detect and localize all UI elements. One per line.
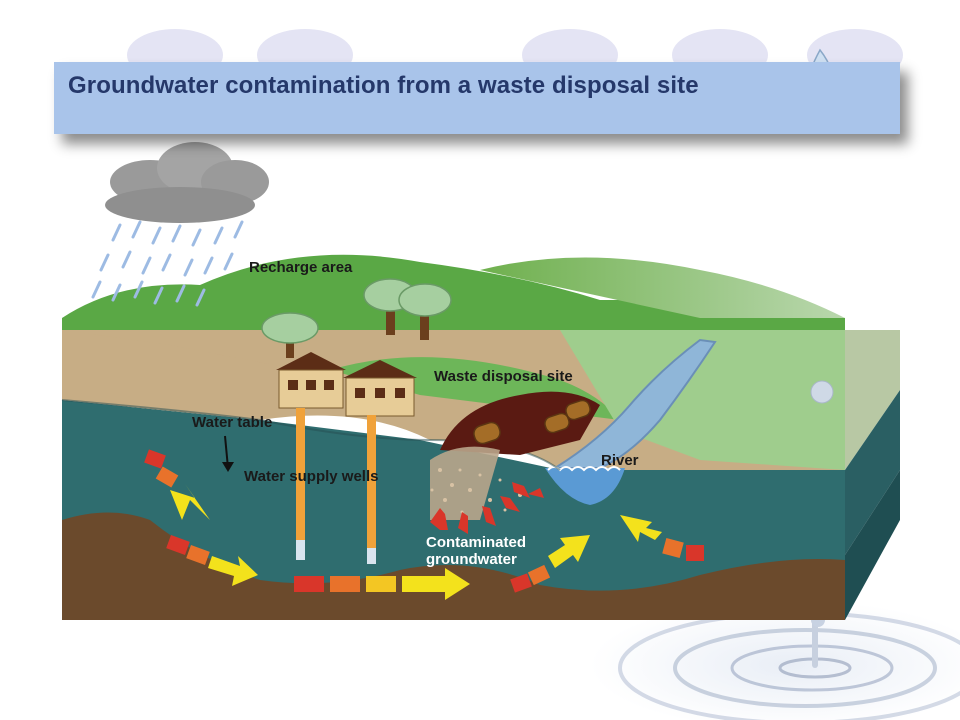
contaminant-arrows <box>430 482 544 534</box>
bedrock-layer <box>62 512 845 620</box>
houses <box>276 352 417 417</box>
water-ripple-decoration <box>590 568 960 720</box>
flow-arrow-left-upper <box>144 449 210 520</box>
water-table-pointer-arrow <box>222 435 234 472</box>
label-water-table: Water table <box>192 414 273 431</box>
label-recharge-area: Recharge area <box>249 259 353 276</box>
flow-arrow-right-lower <box>510 535 590 593</box>
contamination-plume <box>430 468 522 514</box>
trees <box>261 278 452 358</box>
flow-arrow-left-lower <box>166 535 258 586</box>
diagram-title: Groundwater contamination from a waste d… <box>68 72 699 99</box>
groundwater-flow-arrows <box>144 449 704 600</box>
label-contaminated-groundwater: Contaminated groundwater <box>426 534 527 568</box>
label-water-supply-wells: Water supply wells <box>244 468 379 485</box>
river <box>545 338 717 505</box>
label-waste-disposal-site: Waste disposal site <box>434 368 573 385</box>
flow-arrow-right-upper <box>620 515 704 561</box>
water-supply-wells <box>296 408 376 564</box>
rain-cloud <box>105 142 269 223</box>
label-river: River <box>601 452 639 469</box>
rain <box>91 220 244 307</box>
landfill <box>430 391 600 520</box>
flow-arrow-bottom <box>294 568 470 600</box>
title-banner: Groundwater contamination from a waste d… <box>54 62 900 134</box>
block-side-face <box>845 330 900 620</box>
